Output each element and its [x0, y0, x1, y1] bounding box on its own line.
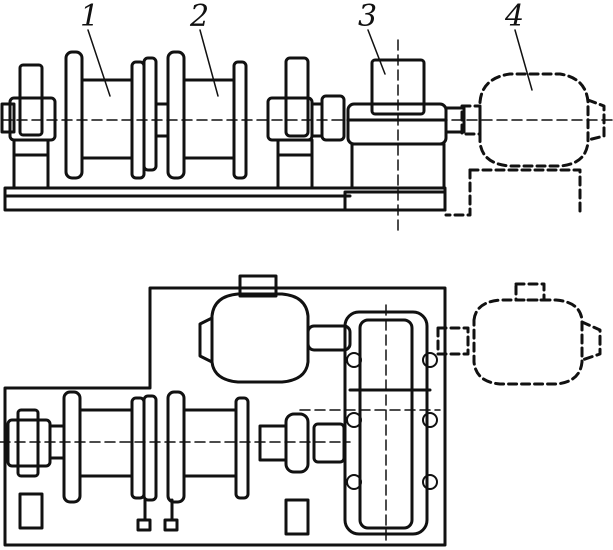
leader-motor-4: [514, 29, 533, 91]
leader-gearbox-3: [367, 29, 386, 75]
drum-2: [166, 50, 248, 180]
input-coupling: [320, 94, 346, 142]
leader-drum-2: [199, 29, 219, 97]
left-bearing-pedestal: [0, 63, 57, 190]
plan-left-bearing: [6, 408, 66, 478]
label-gearbox-3: 3: [358, 0, 377, 34]
plan-base-outline: [3, 286, 447, 547]
right-bearing-pedestal: [266, 56, 324, 190]
auxiliary-motor: [198, 274, 352, 384]
plan-drum-1: [62, 390, 158, 504]
label-drum-1: 1: [80, 0, 99, 34]
plan-drum-2: [166, 390, 250, 504]
base-frame: [3, 186, 447, 212]
plan-foot-blocks: [18, 492, 310, 536]
leader-drum-1: [87, 29, 111, 97]
plan-right-bearing: [258, 412, 346, 474]
label-motor-4: 4: [504, 0, 524, 34]
brake-levers: [136, 498, 179, 532]
label-drum-2: 2: [189, 0, 209, 34]
gearbox-3: [346, 39, 466, 231]
drum-1: [64, 50, 158, 180]
plan-view: [0, 274, 602, 547]
side-elevation-view: 1 2 3 4: [0, 0, 613, 231]
motor-4: [444, 72, 606, 217]
callouts-top: 1 2 3 4: [80, 0, 533, 97]
plan-motor-4: [436, 282, 602, 386]
plan-gearbox-3: [299, 304, 441, 541]
